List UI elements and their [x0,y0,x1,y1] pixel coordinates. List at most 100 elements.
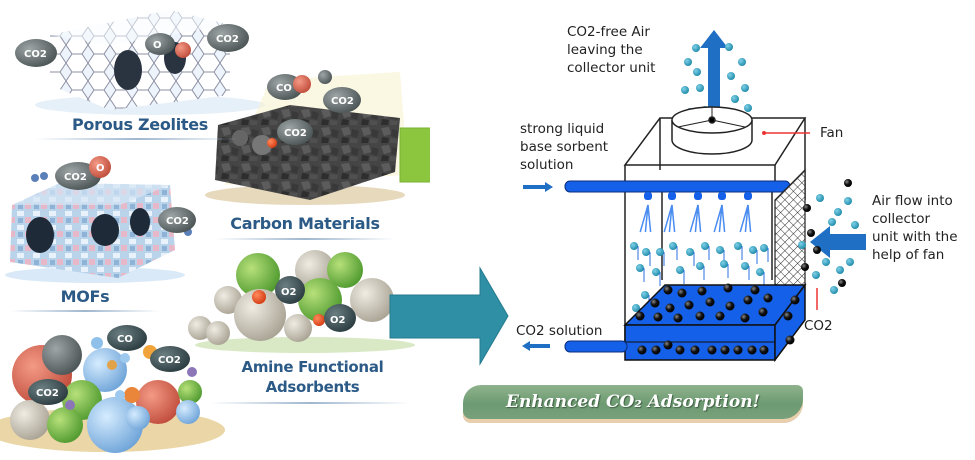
co2-particle [734,346,743,355]
co2-particle [678,289,687,298]
clean-air-particle [727,72,735,80]
co2-particle [744,296,753,305]
air-particle [844,179,852,187]
co2-particle [708,346,717,355]
air-particle [798,241,806,249]
clean-air-particle [741,84,749,92]
nozzle [718,192,726,200]
o2-molecule: O2 [324,304,356,332]
sorbent-droplet [756,268,764,276]
clean-air-particle [731,95,739,103]
co2-particle [685,301,694,310]
air-particle [830,286,838,294]
air-particle [812,271,820,279]
air-particle [844,197,852,205]
solution-label: CO2 solution [516,322,602,340]
co2-particle [716,312,725,321]
svg-text:CO2: CO2 [331,96,354,107]
divider [215,238,395,240]
sorbent-droplet [630,242,638,250]
inflow-label-line: collector [872,210,958,228]
co2-particle [652,346,661,355]
outlet-label: CO2-free Air leaving the collector unit [567,23,655,77]
svg-text:CO2: CO2 [158,355,181,366]
co2-particle [751,286,760,295]
co2-particle [691,346,700,355]
co2-particle [748,346,757,355]
sorbent-droplet [720,260,728,268]
co2-particle [764,294,773,303]
svg-text:CO2: CO2 [216,34,239,45]
outlet-label-line: CO2-free Air [567,23,655,41]
co2-particle [741,314,750,323]
sorbent-label-line: solution [520,156,608,174]
label-carbon-materials: Carbon Materials [215,214,395,233]
arrow-right-teal [380,260,510,370]
svg-text:CO: CO [117,334,133,345]
co2-particle [786,336,795,345]
svg-text:O2: O2 [330,315,346,326]
outlet-label-line: collector unit [567,59,655,77]
co2-particle [676,346,685,355]
co2-molecule: CO2 [158,207,196,233]
air-particle [838,279,846,287]
nozzle [694,192,702,200]
nozzle [644,192,652,200]
co2-molecule: CO2 [28,379,68,405]
sorbent-droplet [636,264,644,272]
air-particle [813,246,821,254]
clean-air-particle [738,58,746,66]
co2-particle [791,296,800,305]
sorbent-label-line: base sorbent [520,138,608,156]
co2-particle [726,302,735,311]
spray-line [722,205,725,232]
inflow-label-line: unit with the [872,228,958,246]
banner-text: Enhanced CO₂ Adsorption! [463,392,803,412]
co2-particle [759,308,768,317]
sorbent-droplet [734,242,742,250]
sorbent-droplet [669,242,677,250]
sorbent-droplet [760,244,768,252]
co2-particle [706,298,715,307]
spray-nozzles [640,192,752,232]
co2-particle [636,312,645,321]
sorbent-droplet [642,248,650,256]
clean-air-particle [681,86,689,94]
co2-molecule: CO2 [277,119,313,145]
sorbent-label: strong liquid base sorbent solution [520,120,608,174]
svg-text:CO: CO [276,83,292,94]
nozzle [744,192,752,200]
solution-outlet-pipe [522,341,627,352]
co2-particle [724,284,733,293]
sorbent-droplet [656,248,664,256]
svg-text:CO2: CO2 [284,128,307,139]
svg-text:O: O [96,163,105,174]
clean-air-particle [693,68,701,76]
outlet-label-line: leaving the [567,41,655,59]
inflow-label-line: Air flow into [872,192,958,210]
fan [672,107,752,154]
label-amine-line1: Amine Functional [225,358,400,376]
co2-particle [664,341,673,350]
co2-particle [651,299,660,308]
air-particle [846,258,854,266]
inflow-label-line: help of fan [872,246,958,264]
air-particle [828,218,836,226]
co2-particle [696,312,705,321]
co2-molecule: CO2 [15,39,57,67]
co2-particle [760,346,769,355]
co2-particle [666,304,675,313]
nozzle [668,192,676,200]
co2-molecule: CO2 [150,346,190,372]
divider [10,310,160,312]
label-mofs: MOFs [30,287,140,306]
co2-molecule: O [145,33,175,55]
svg-text:CO2: CO2 [24,49,47,60]
label-porous-zeolites: Porous Zeolites [40,115,240,134]
divider [210,402,410,404]
co2-particle [721,346,730,355]
co2-particle [638,346,647,355]
air-particle [816,194,824,202]
svg-text:CO2: CO2 [36,388,59,399]
co2-particle [674,314,683,323]
